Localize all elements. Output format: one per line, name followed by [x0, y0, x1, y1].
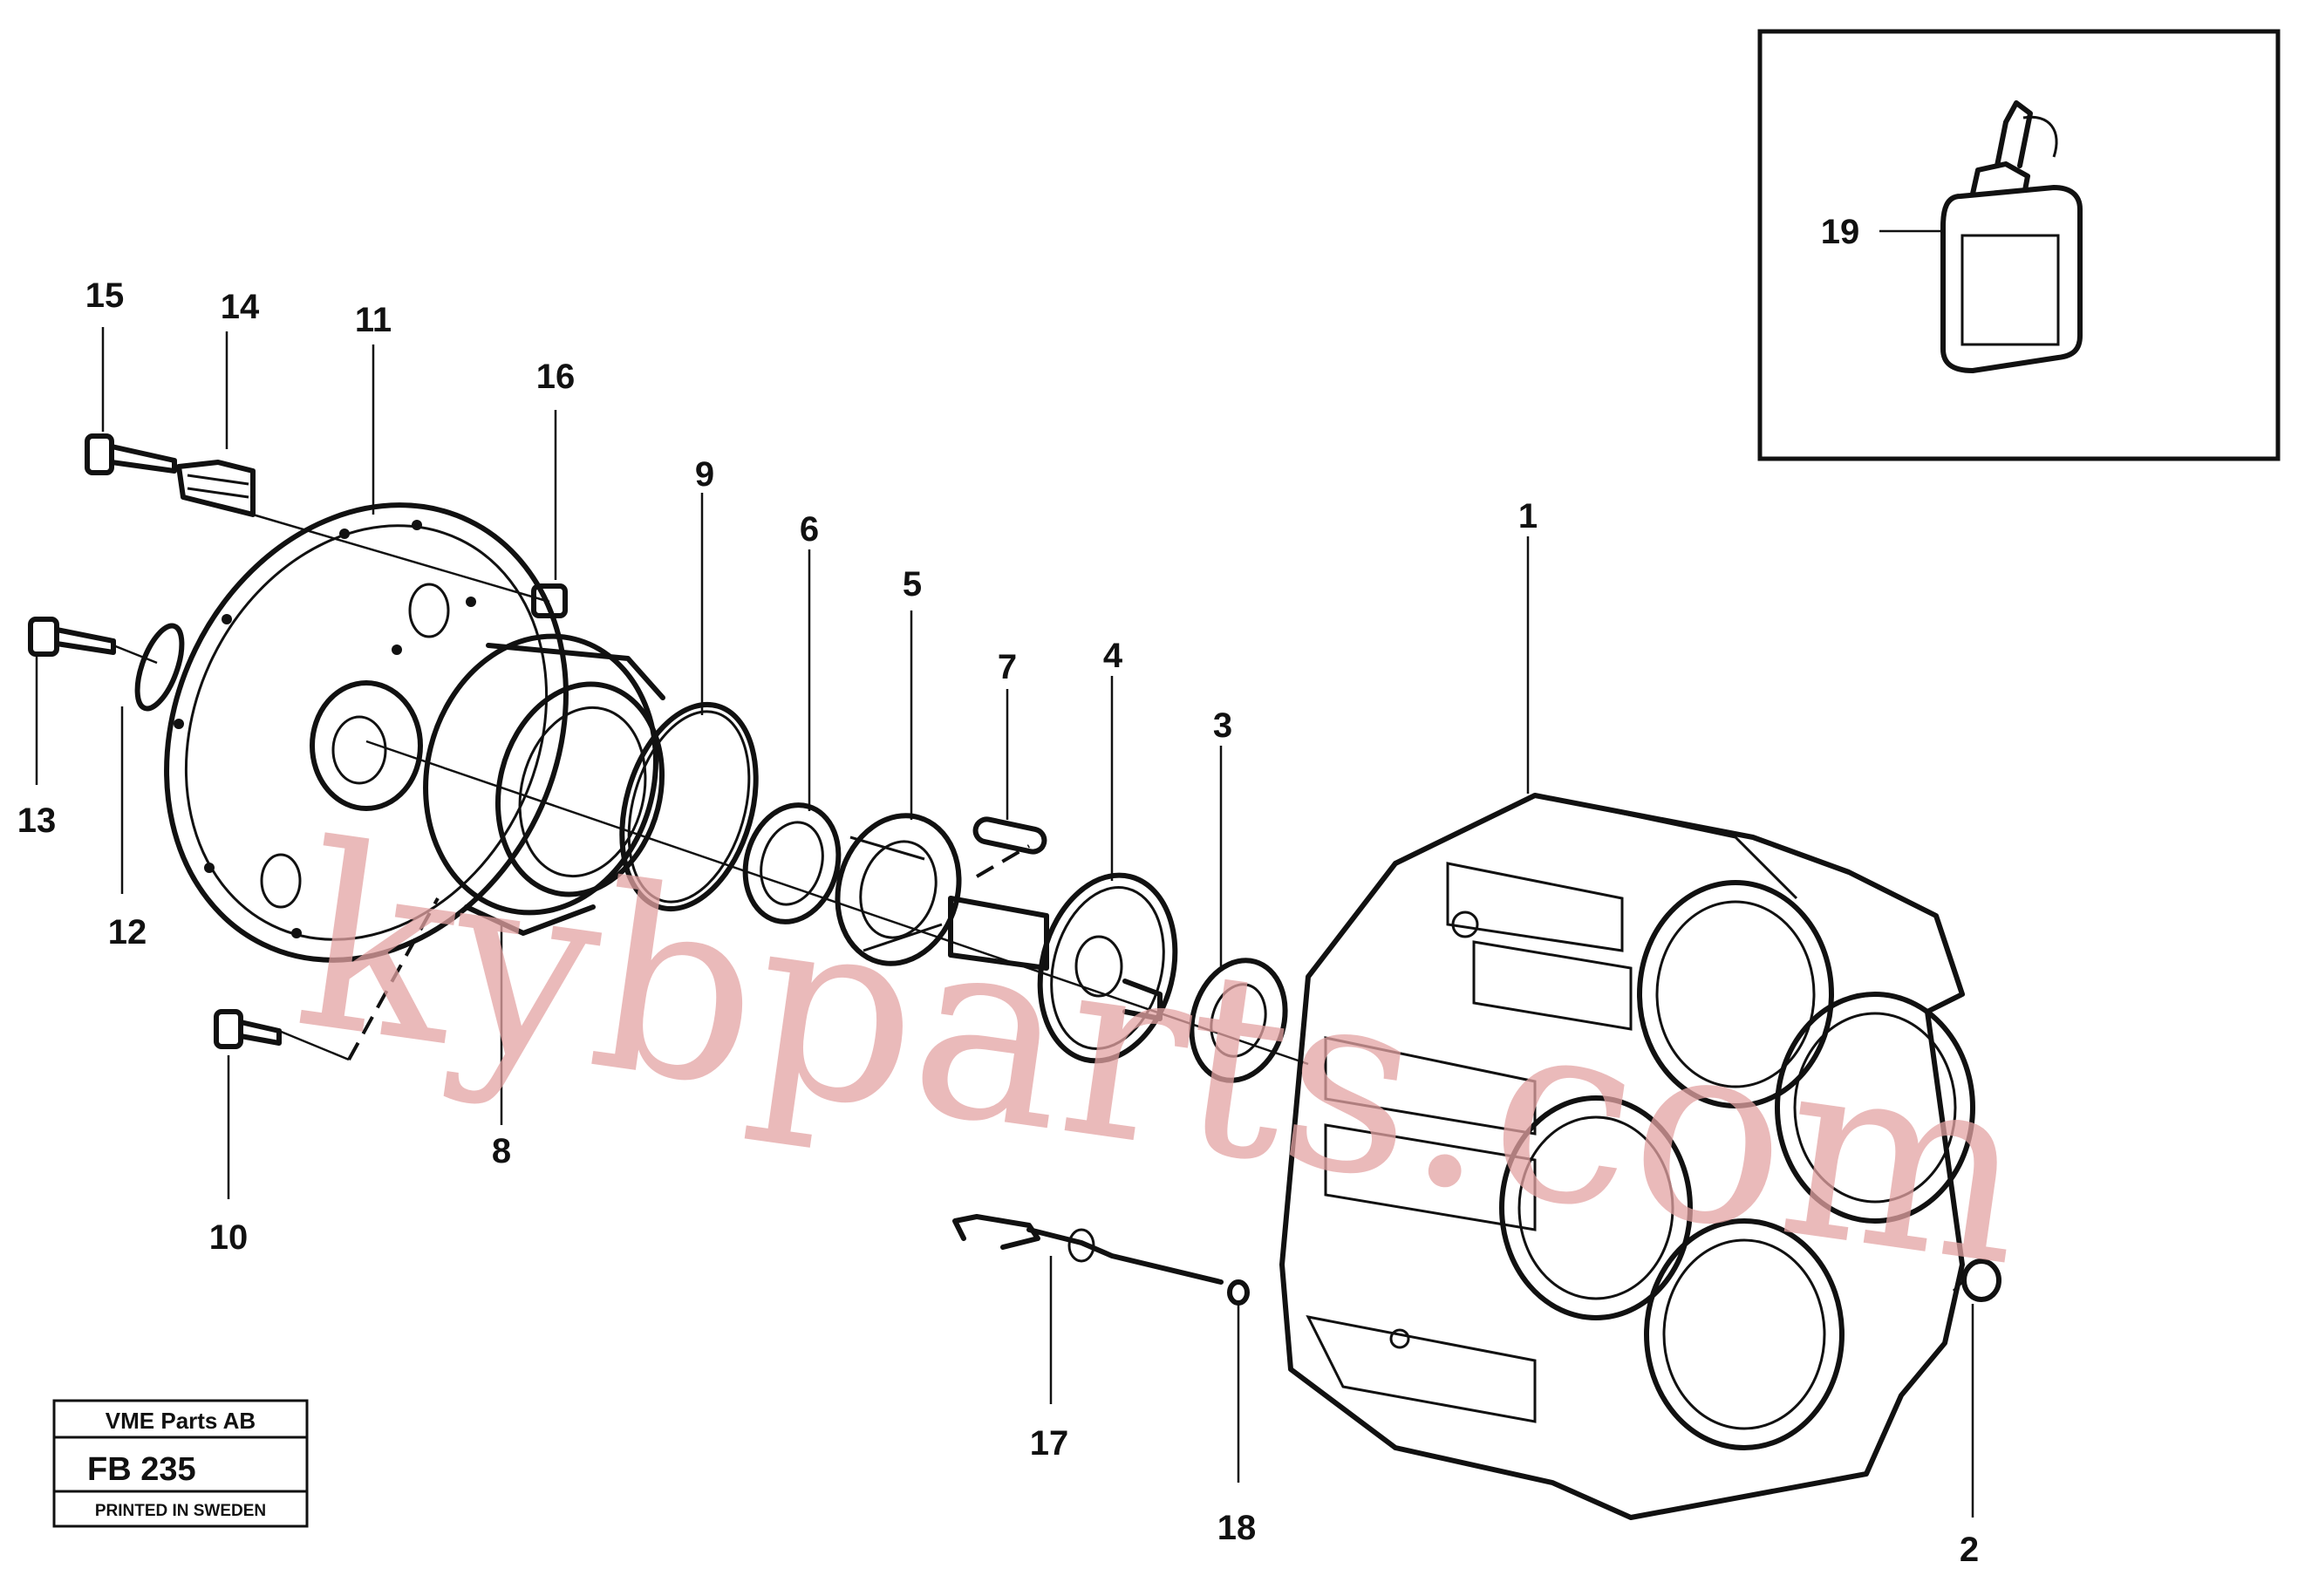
assembly-line [975, 844, 1031, 878]
label-9: 9 [695, 455, 714, 494]
housing-1 [1279, 793, 1975, 1520]
label-15: 15 [85, 276, 125, 315]
drawing-code: FB 235 [87, 1451, 196, 1488]
bearing-housing-8 [423, 633, 665, 936]
label-16: 16 [536, 358, 576, 396]
label-5: 5 [903, 565, 922, 604]
label-14: 14 [221, 288, 260, 326]
label-3: 3 [1213, 706, 1232, 745]
plug-2 [1952, 1258, 2001, 1302]
title-block: VME Parts AB FB 235 PRINTED IN SWEDEN [52, 1399, 309, 1528]
washer-18 [1227, 1279, 1250, 1306]
label-11: 11 [355, 301, 392, 339]
watermark-text: kybparts.com [283, 790, 2043, 1323]
bearing-3 [1189, 958, 1288, 1083]
company-name: VME Parts AB [106, 1408, 256, 1434]
label-1: 1 [1518, 497, 1538, 535]
label-19: 19 [1821, 213, 1860, 251]
label-17: 17 [1030, 1424, 1069, 1463]
oil-bottle-icon [1940, 100, 2083, 373]
bolt-13 [28, 617, 116, 657]
nut-16 [531, 583, 568, 618]
label-10: 10 [209, 1218, 249, 1257]
label-18: 18 [1217, 1509, 1257, 1547]
label-2: 2 [1960, 1531, 1979, 1569]
label-6: 6 [800, 510, 819, 549]
bolt-10 [214, 1009, 282, 1049]
o-ring-9 [619, 701, 759, 912]
key-7 [972, 816, 1047, 855]
dipstick-17 [952, 1214, 1224, 1285]
label-7: 7 [998, 648, 1017, 686]
label-12: 12 [108, 913, 147, 951]
label-8: 8 [492, 1132, 511, 1170]
inset-box: 19 [1757, 29, 2281, 461]
label-4: 4 [1103, 637, 1123, 675]
breather-14 [176, 460, 256, 517]
label-13: 13 [17, 801, 57, 840]
seal-ring-6 [742, 802, 842, 924]
ball-bearing-5 [835, 813, 962, 966]
gear-shaft-4 [948, 872, 1178, 1064]
washer-12 [134, 623, 185, 712]
bolt-15 [85, 433, 177, 475]
printed-note: PRINTED IN SWEDEN [95, 1502, 266, 1520]
assembly-line [347, 897, 440, 1061]
